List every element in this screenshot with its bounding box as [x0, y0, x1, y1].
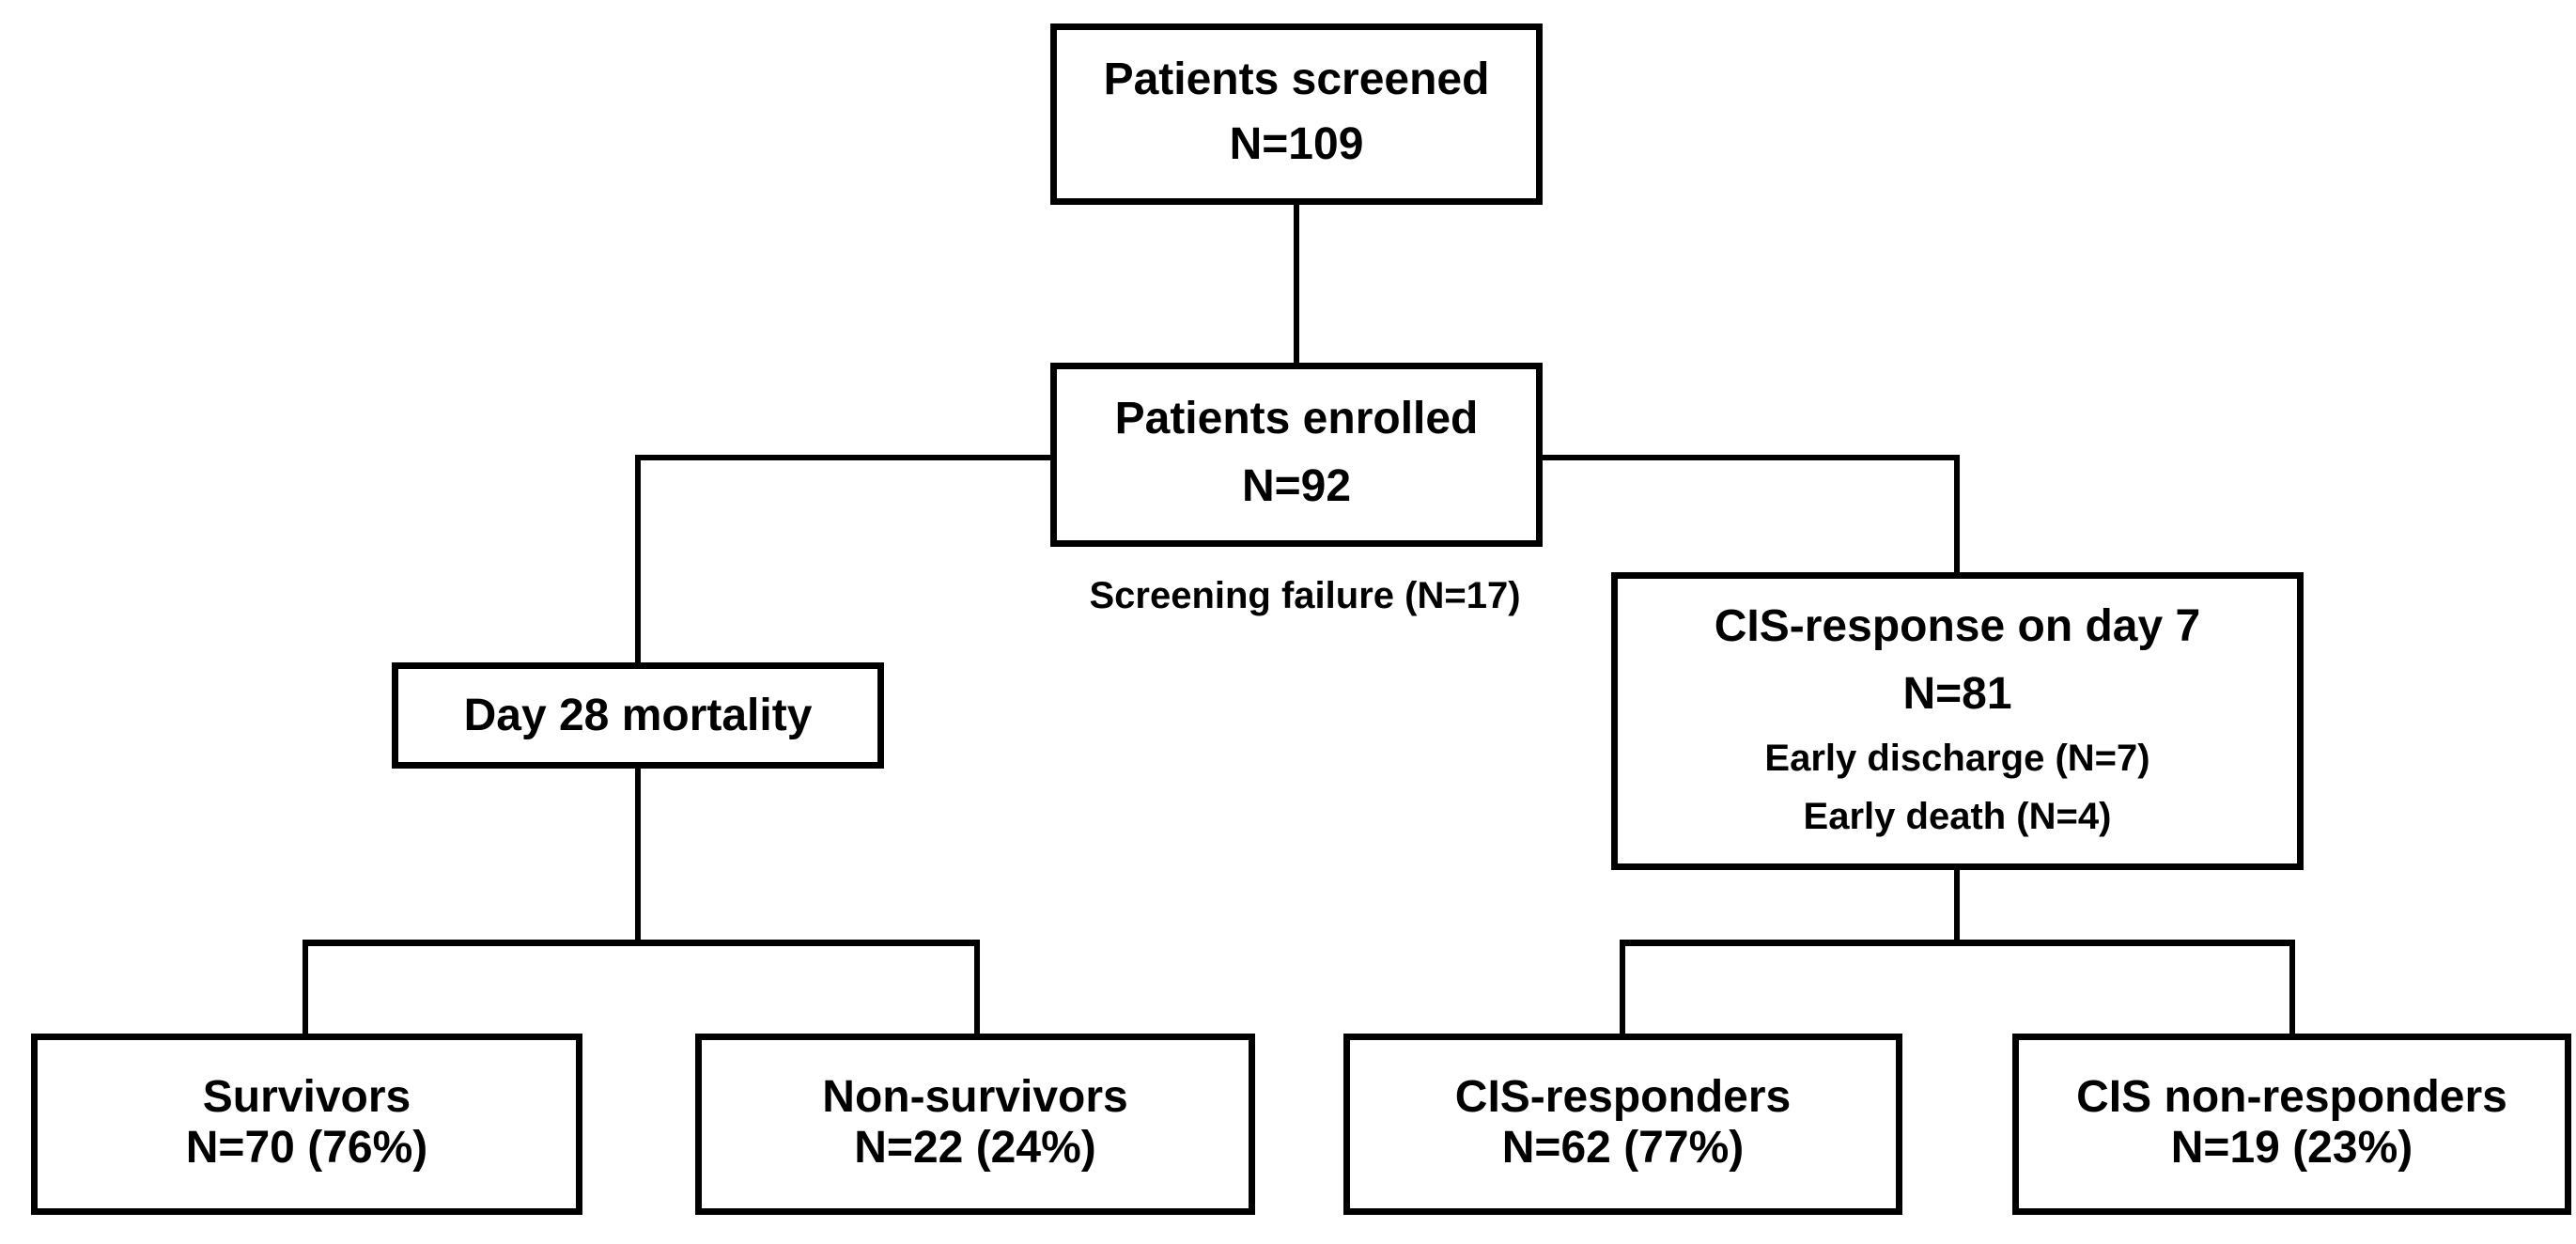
connector-to-non-survivors — [974, 940, 980, 1037]
node-patients-enrolled: Patients enrolled N=92 — [1050, 363, 1543, 547]
node-cis-response-day7: CIS-response on day 7 N=81 Early dischar… — [1611, 572, 2304, 870]
connector-enrolled-right-horizontal — [1539, 455, 1960, 460]
node-count: N=22 (24%) — [854, 1122, 1096, 1173]
connector-cis-branch-bar — [1620, 940, 2295, 946]
node-patients-screened: Patients screened N=109 — [1050, 23, 1543, 205]
node-title: CIS-responders — [1454, 1072, 1792, 1122]
node-note-early-discharge: Early discharge (N=7) — [1764, 737, 2150, 779]
connector-to-cis-non-responders — [2289, 940, 2295, 1037]
node-cis-non-responders: CIS non-responders N=19 (23%) — [2012, 1034, 2571, 1215]
connector-mortality-branch-bar — [303, 940, 980, 946]
node-non-survivors: Non-survivors N=22 (24%) — [695, 1034, 1255, 1215]
connector-to-survivors — [303, 940, 308, 1037]
node-count: N=62 (77%) — [1501, 1122, 1745, 1173]
node-count: N=109 — [1229, 119, 1364, 170]
node-count: N=70 (76%) — [185, 1122, 428, 1173]
connector-screened-to-enrolled — [1294, 201, 1299, 366]
node-note-early-death: Early death (N=4) — [1803, 796, 2112, 837]
node-title: Day 28 mortality — [463, 690, 813, 740]
node-title: Non-survivors — [822, 1072, 1128, 1122]
node-title: Patients screened — [1103, 54, 1490, 104]
connector-enrolled-to-cis — [1954, 455, 1960, 576]
node-count: N=81 — [1902, 669, 2012, 720]
node-title: CIS non-responders — [2076, 1072, 2507, 1122]
node-day28-mortality: Day 28 mortality — [392, 662, 884, 769]
connector-cis-down — [1954, 866, 1960, 943]
node-title: Survivors — [202, 1072, 411, 1122]
connector-to-cis-responders — [1620, 940, 1625, 1037]
node-survivors: Survivors N=70 (76%) — [31, 1034, 582, 1215]
node-title: Patients enrolled — [1114, 394, 1479, 443]
node-count: N=19 (23%) — [2170, 1122, 2413, 1173]
connector-enrolled-to-day28 — [635, 455, 641, 666]
connector-day28-down — [635, 765, 641, 943]
node-title: CIS-response on day 7 — [1714, 601, 2201, 651]
node-count: N=92 — [1241, 461, 1352, 512]
screening-failure-note: Screening failure (N=17) — [1089, 575, 1521, 616]
connector-enrolled-left-horizontal — [635, 455, 1054, 460]
node-cis-responders: CIS-responders N=62 (77%) — [1343, 1034, 1902, 1215]
